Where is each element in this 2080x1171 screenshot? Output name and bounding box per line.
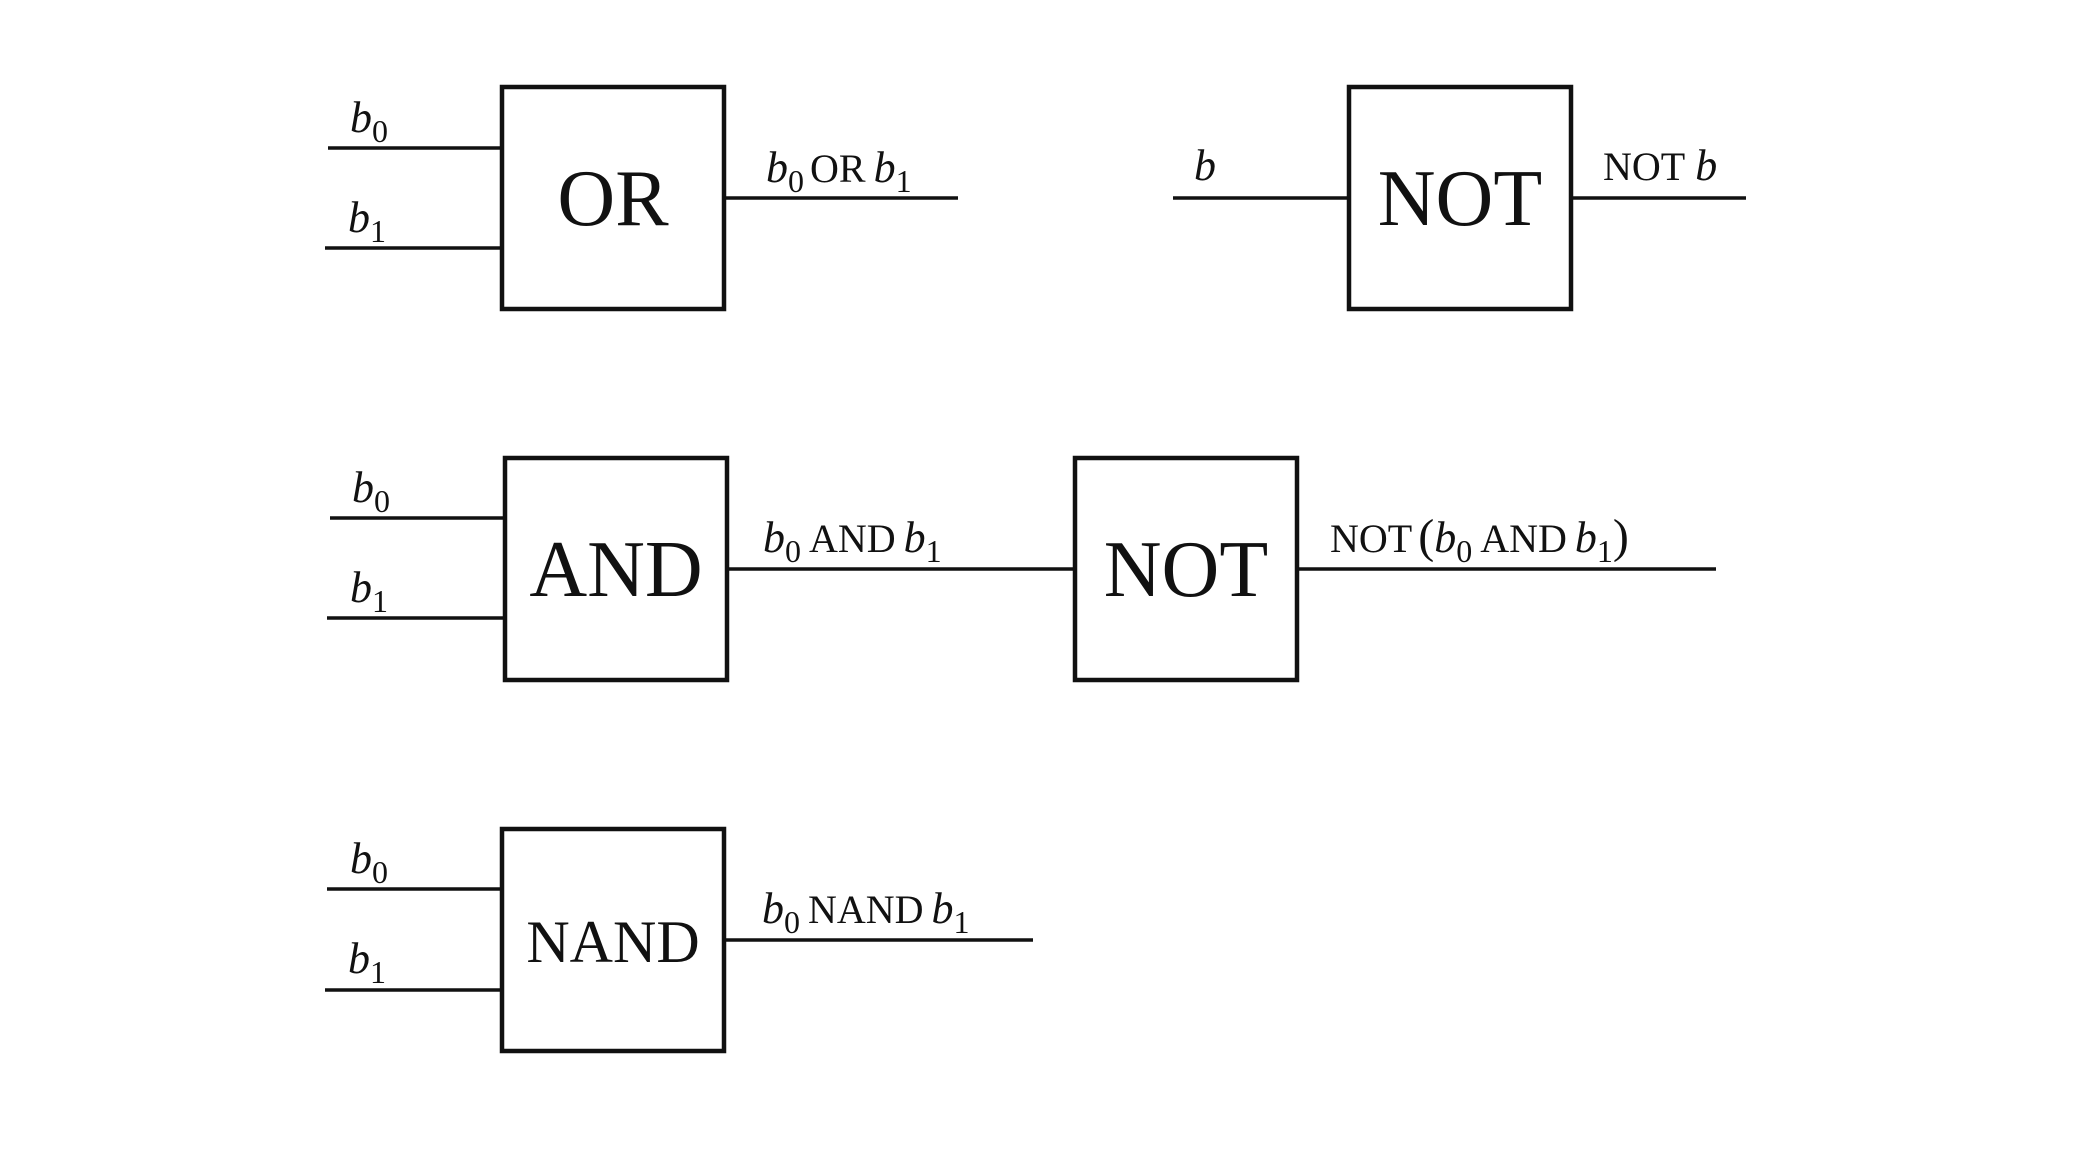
- and-input-b0-label: b0: [352, 463, 390, 519]
- or-input-b0-label: b0: [350, 93, 388, 149]
- or-input-b1-label: b1: [348, 193, 386, 249]
- or-gate-box: [499, 84, 727, 312]
- nand-gate-label: NAND: [526, 909, 699, 975]
- and-gate-label: AND: [529, 526, 702, 614]
- nand-gate-box: [499, 826, 727, 1054]
- and-gate-box: [502, 455, 730, 683]
- not-input-b-label: b: [1194, 141, 1216, 190]
- not-gate-box: [1346, 84, 1574, 312]
- not-gate-label: NOT: [1378, 155, 1542, 243]
- or-gate-label: OR: [557, 155, 669, 243]
- and-input-b1-label: b1: [350, 563, 388, 619]
- nand-input-b1-label: b1: [348, 934, 386, 990]
- not-chain-gate-label: NOT: [1104, 526, 1268, 614]
- nand-input-b0-label: b0: [350, 834, 388, 890]
